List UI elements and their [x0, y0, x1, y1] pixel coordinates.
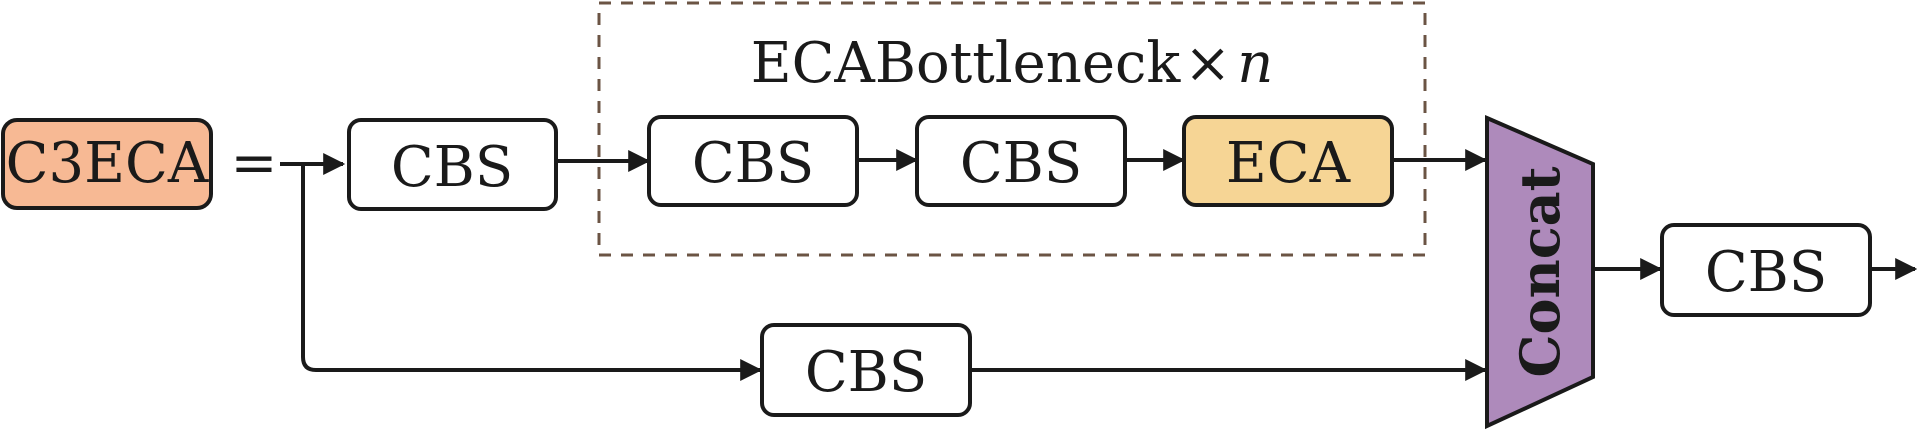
concat-block: Concat [1485, 114, 1595, 430]
svg-text:CBS: CBS [805, 340, 927, 405]
eca-block: ECA [1182, 115, 1394, 207]
c3eca-module-label: C3ECA [6, 131, 209, 196]
svg-text:Concat: Concat [1508, 166, 1572, 377]
cbs-block-bottleneck-2: CBS [915, 115, 1127, 207]
cbs-block-bypass: CBS [760, 323, 972, 417]
svg-text:ECA: ECA [1226, 131, 1351, 196]
cbs-block-output: CBS [1660, 223, 1872, 317]
svg-text:CBS: CBS [391, 135, 513, 200]
cbs-block-bottleneck-1: CBS [647, 115, 859, 207]
connection-lines [280, 149, 1917, 381]
c3eca-module-box: C3ECA [1, 118, 213, 210]
bottleneck-group-title: ECABottleneck×n [751, 31, 1274, 96]
bypass-line [301, 164, 763, 381]
equals-sign: = [231, 131, 278, 196]
cbs-block-input: CBS [347, 118, 558, 211]
svg-text:CBS: CBS [692, 131, 814, 196]
svg-text:CBS: CBS [960, 131, 1082, 196]
bottleneck-group-border [597, 1, 1427, 257]
svg-text:CBS: CBS [1705, 240, 1827, 305]
